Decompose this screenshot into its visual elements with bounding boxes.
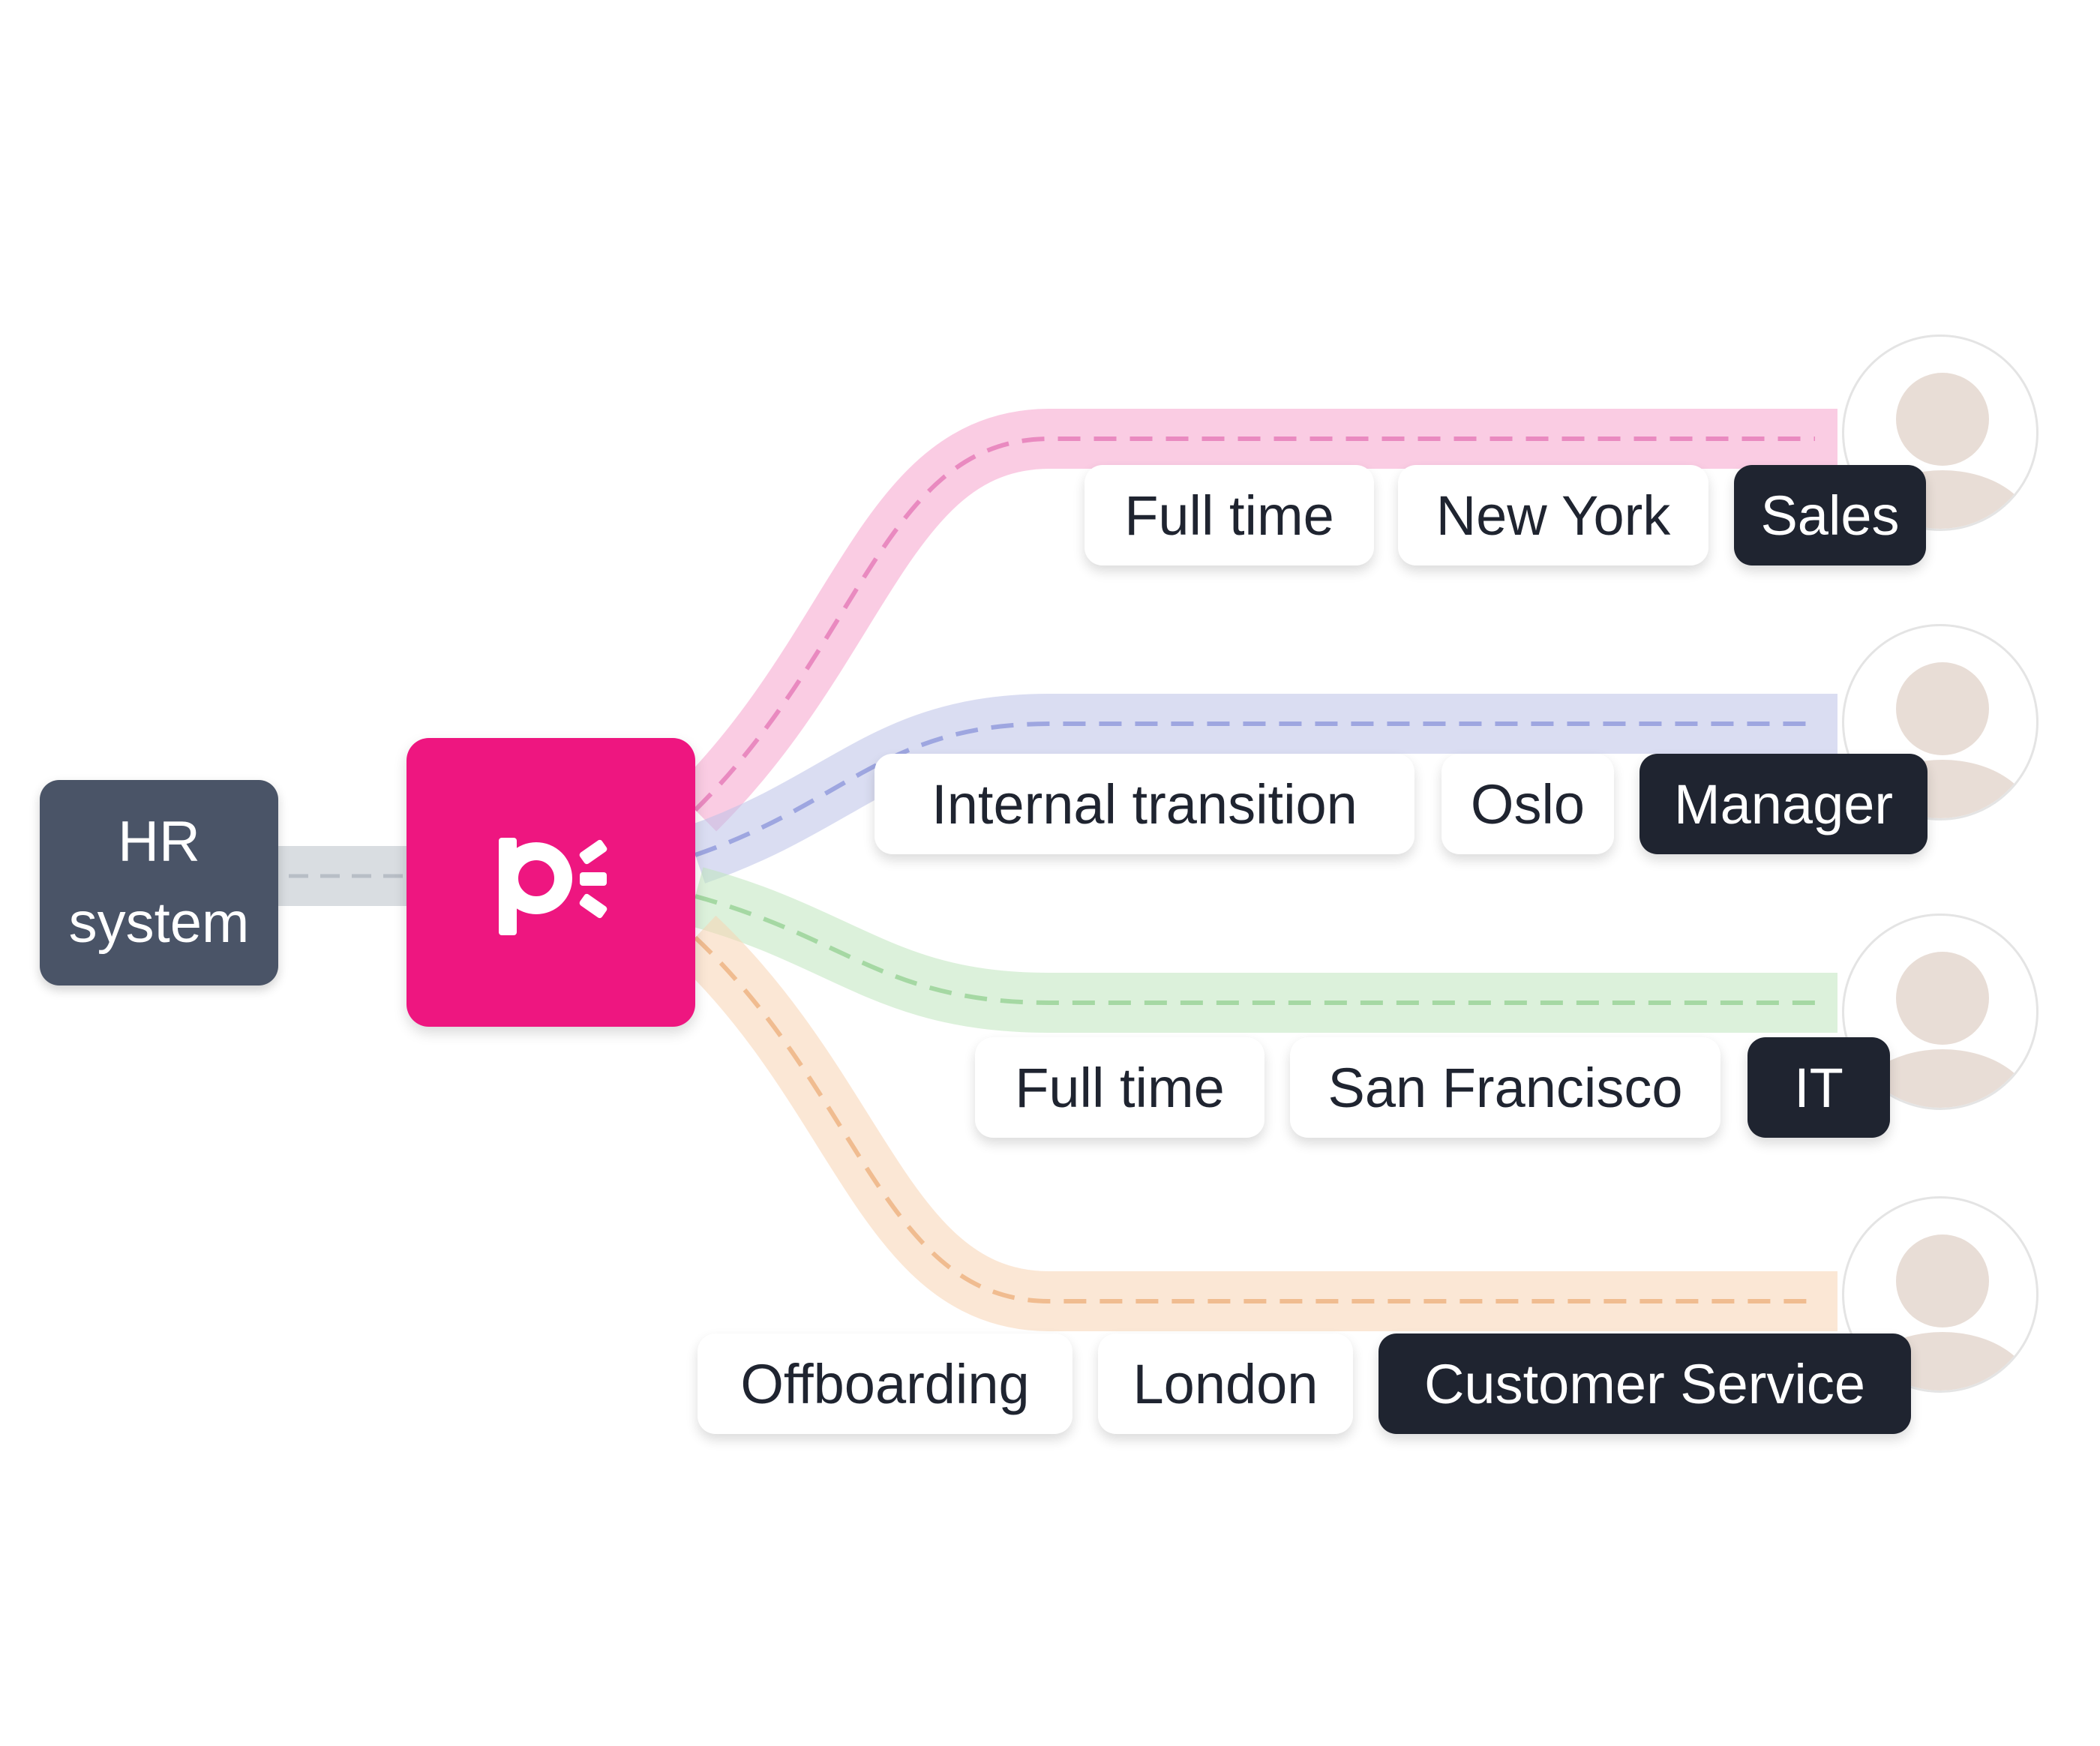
tag-department: Customer Service	[1378, 1334, 1911, 1434]
tag-department: IT	[1748, 1037, 1890, 1138]
tag-employment-type: Offboarding	[698, 1334, 1072, 1434]
person-avatar-icon	[1842, 334, 2038, 531]
p-logo-icon	[498, 837, 607, 935]
hub-node	[406, 738, 695, 1027]
hr-system-label-line2: system	[68, 891, 250, 955]
route-green	[687, 867, 1838, 1033]
tag-employment-type: Full time	[1084, 465, 1374, 566]
tag-department: Manager	[1640, 754, 1928, 854]
hr-system-node: HR system	[40, 780, 278, 986]
route-orange-dash	[693, 935, 1815, 1304]
route-pink-dash	[693, 436, 1815, 812]
hr-system-label-line1: HR	[118, 810, 200, 874]
tag-employment-type: Internal transition	[874, 754, 1414, 854]
tag-location: London	[1098, 1334, 1353, 1434]
tag-location: Oslo	[1442, 754, 1614, 854]
route-lavender-dash	[694, 722, 1815, 857]
tag-location: New York	[1398, 465, 1708, 566]
tag-employment-type: Full time	[975, 1037, 1264, 1138]
tag-location: San Francisco	[1290, 1037, 1720, 1138]
route-green-dash	[694, 894, 1815, 1005]
tag-department: Sales	[1734, 465, 1926, 566]
